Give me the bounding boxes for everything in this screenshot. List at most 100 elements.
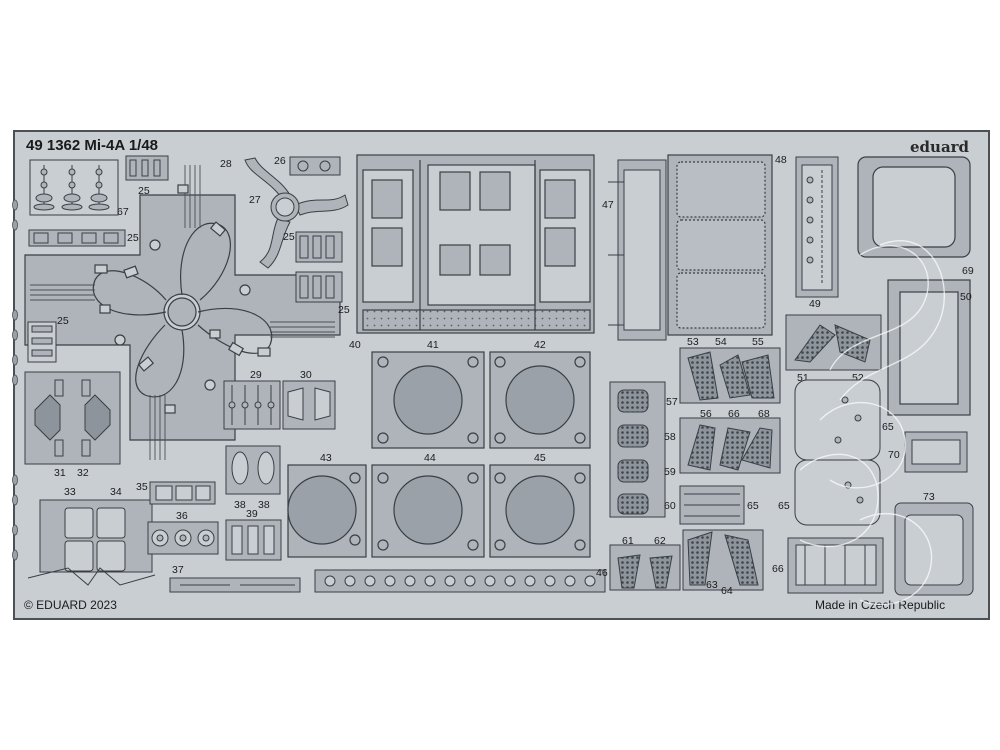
part-70-strips xyxy=(679,485,745,525)
part-28-rotor-assembly xyxy=(24,165,341,460)
part-25-small-top xyxy=(125,155,169,181)
part-label: 68 xyxy=(758,408,770,420)
part-33-34 xyxy=(27,499,156,586)
brand-logo: eduard xyxy=(910,138,970,156)
part-30 xyxy=(282,380,336,430)
part-label: 36 xyxy=(176,510,188,522)
part-71-window xyxy=(857,156,971,258)
part-label: 35 xyxy=(136,481,148,493)
part-label: 29 xyxy=(250,369,262,381)
part-65-panels xyxy=(794,379,881,526)
part-66 xyxy=(787,537,884,594)
part-label: 38 xyxy=(258,499,270,511)
part-label: 44 xyxy=(424,452,436,464)
part-label: 66 xyxy=(772,563,784,575)
part-43-hatch xyxy=(287,464,367,558)
part-35 xyxy=(149,481,216,505)
part-label: 65 xyxy=(882,421,894,433)
part-label: 67 xyxy=(117,206,129,218)
parts-53-55-mesh-row xyxy=(679,347,781,404)
part-label: 65 xyxy=(747,500,759,512)
part-label: 61 xyxy=(622,535,634,547)
left-edge-tabs xyxy=(12,199,18,561)
part-73 xyxy=(894,502,974,596)
part-label: 59 xyxy=(664,466,676,478)
parts-57-60-mesh-pads xyxy=(609,381,666,518)
part-label: 48 xyxy=(775,154,787,166)
part-label: 25 xyxy=(338,304,350,316)
part-label: 63 xyxy=(706,579,718,591)
part-label: 33 xyxy=(64,486,76,498)
part-label: 57 xyxy=(666,396,678,408)
part-label: 26 xyxy=(274,155,286,167)
part-label: 30 xyxy=(300,369,312,381)
watermark-swirl xyxy=(799,240,945,606)
part-31-32 xyxy=(24,371,121,465)
part-label: 31 xyxy=(54,467,66,479)
part-40-fuselage-panel xyxy=(356,154,595,334)
part-label: 70 xyxy=(888,449,900,461)
part-51-52 xyxy=(785,314,882,371)
part-label: 66 xyxy=(728,408,740,420)
part-50 xyxy=(887,279,971,416)
part-label: 40 xyxy=(349,339,361,351)
part-label: 50 xyxy=(960,291,972,303)
part-38-pair xyxy=(225,445,281,495)
part-label: 25 xyxy=(138,185,150,197)
part-44-hatch xyxy=(371,464,485,558)
part-label: 56 xyxy=(700,408,712,420)
part-label: 73 xyxy=(923,491,935,503)
part-46-strip xyxy=(314,569,606,593)
parts-61-62-mesh xyxy=(609,544,681,591)
part-label: 28 xyxy=(220,158,232,170)
part-25-block-a xyxy=(295,231,343,263)
part-25-left-small xyxy=(27,321,57,363)
part-41-hatch xyxy=(371,351,485,449)
part-label: 43 xyxy=(320,452,332,464)
part-label: 49 xyxy=(809,298,821,310)
part-48-grille-panel xyxy=(667,154,773,336)
part-29 xyxy=(223,380,281,430)
part-label: 60 xyxy=(664,500,676,512)
part-label: 52 xyxy=(852,372,864,384)
part-label: 64 xyxy=(721,585,733,597)
part-26 xyxy=(289,156,341,176)
part-47 xyxy=(608,159,667,341)
part-label: 54 xyxy=(715,336,727,348)
part-39 xyxy=(225,519,282,561)
part-25-block-b xyxy=(295,271,343,303)
part-27-tripod xyxy=(244,157,349,269)
part-label: 45 xyxy=(534,452,546,464)
part-label: 38 xyxy=(234,499,246,511)
parts-63-64-mesh xyxy=(682,529,764,591)
sheet-title: 49 1362 Mi-4A 1/48 xyxy=(26,137,158,154)
part-label: 25 xyxy=(283,231,295,243)
part-37-strip xyxy=(169,577,301,593)
part-label: 62 xyxy=(654,535,666,547)
part-label: 51 xyxy=(797,372,809,384)
part-label: 37 xyxy=(172,564,184,576)
part-label: 25 xyxy=(127,232,139,244)
copyright-text: © EDUARD 2023 xyxy=(24,598,117,612)
part-label: 39 xyxy=(246,508,258,520)
part-36 xyxy=(147,521,219,555)
part-67-group xyxy=(29,159,119,216)
part-label: 34 xyxy=(110,486,122,498)
parts-56-68-69-mesh-row xyxy=(679,417,781,474)
part-label: 27 xyxy=(249,194,261,206)
part-label: 46 xyxy=(596,567,608,579)
part-label: 47 xyxy=(602,199,614,211)
part-42-hatch xyxy=(489,351,591,449)
part-label: 25 xyxy=(57,315,69,327)
part-label: 53 xyxy=(687,336,699,348)
part-label: 32 xyxy=(77,467,89,479)
part-label: 65 xyxy=(778,500,790,512)
part-72 xyxy=(904,431,968,473)
part-label: 55 xyxy=(752,336,764,348)
part-label: 42 xyxy=(534,339,546,351)
part-49 xyxy=(795,156,839,298)
part-label: 69 xyxy=(962,265,974,277)
part-45-hatch xyxy=(489,464,591,558)
part-25-strip-a xyxy=(28,229,126,247)
